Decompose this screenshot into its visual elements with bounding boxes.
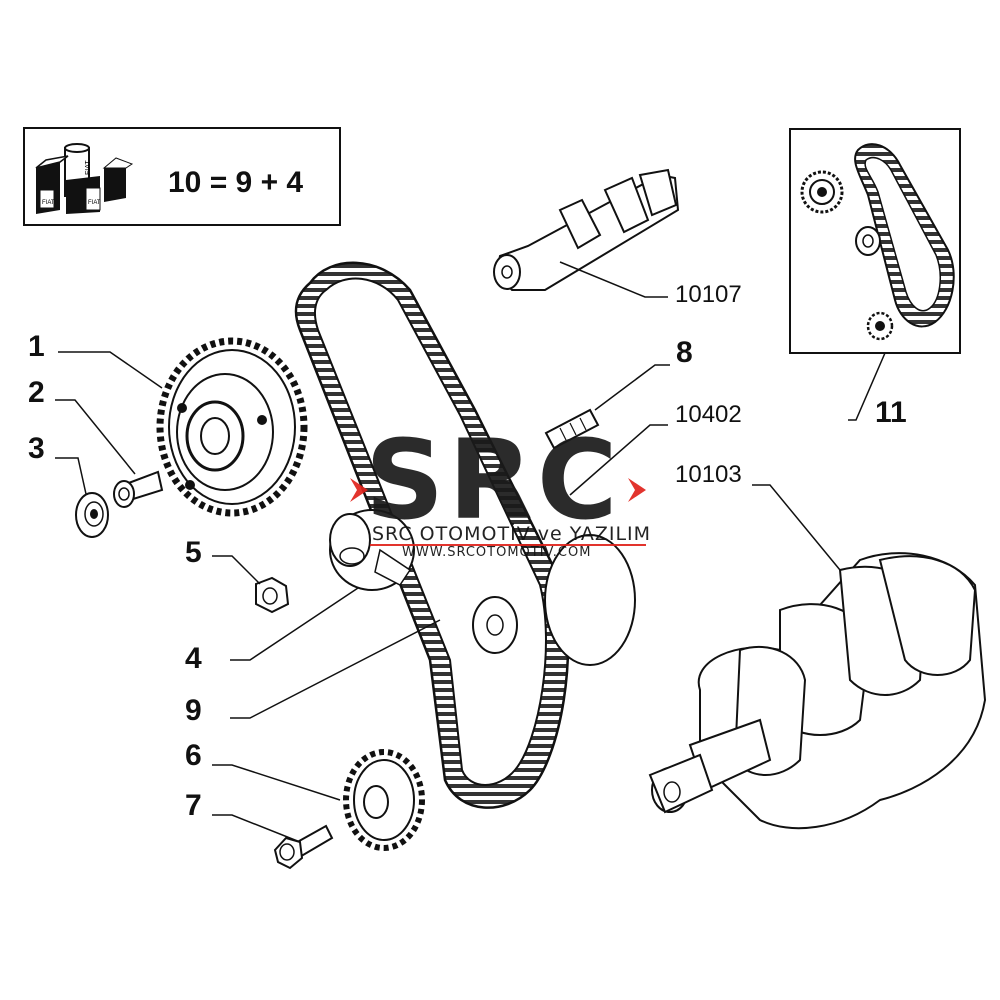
callout-10402: 10402 — [675, 401, 742, 428]
leader-1 — [58, 351, 163, 389]
watermark-left-chevron — [350, 478, 368, 502]
leader-10402 — [569, 424, 668, 496]
leader-10107 — [559, 261, 668, 298]
callout-4: 4 — [185, 642, 202, 675]
leader-9 — [230, 619, 441, 719]
callout-2: 2 — [28, 376, 45, 409]
kit-11-inset — [789, 128, 961, 354]
leader-11 — [848, 352, 886, 421]
cam-phaser-gear — [156, 337, 308, 517]
callout-9: 9 — [185, 694, 202, 727]
fiat-kit-boxes-icon: FIAT FIAT FIAT — [35, 143, 134, 214]
callout-8: 8 — [676, 336, 693, 369]
callout-6: 6 — [185, 739, 202, 772]
nut-5 — [255, 576, 290, 614]
leader-3 — [55, 457, 87, 495]
belt-tensioner — [329, 509, 415, 591]
leader-4 — [230, 587, 359, 661]
callout-10103: 10103 — [675, 461, 742, 488]
callout-1: 1 — [28, 330, 45, 363]
crank-pulley — [472, 534, 636, 666]
kit-box-label-3: FIAT — [88, 200, 101, 206]
leader-6 — [212, 764, 341, 801]
timing-belt — [294, 261, 570, 809]
leader-8 — [594, 364, 670, 411]
src-watermark: SRC SRC OTOMOTİV ve YAZILIM WWW.SRCOTOMO… — [350, 416, 651, 560]
bolt-7 — [273, 824, 334, 870]
callout-3: 3 — [28, 432, 45, 465]
callout-11: 11 — [875, 396, 907, 429]
camshaft — [493, 168, 680, 291]
watermark-url: WWW.SRCOTOMOTIV.COM — [402, 545, 591, 560]
callout-5: 5 — [185, 536, 202, 569]
watermark-company: SRC OTOMOTİV ve YAZILIM — [372, 522, 651, 545]
watermark-right-chevron — [628, 478, 646, 502]
watermark-logo: SRC — [365, 416, 622, 544]
washer-3 — [75, 492, 109, 538]
leader-10103 — [752, 484, 841, 571]
leader-2 — [55, 399, 136, 475]
crankshaft — [648, 552, 987, 830]
callout-10107: 10107 — [675, 281, 742, 308]
leader-7 — [212, 814, 301, 843]
callout-7: 7 — [185, 789, 202, 822]
kit-box: FIAT FIAT FIAT 10 = 9 + 4 — [23, 127, 341, 226]
crank-gear — [343, 749, 425, 851]
kit-box-label-2: FIAT — [42, 200, 55, 206]
stud-pin — [544, 408, 600, 450]
leader-5 — [212, 555, 261, 585]
kit-equation: 10 = 9 + 4 — [168, 166, 303, 199]
bolt-2 — [113, 470, 164, 508]
kit-box-label-1: FIAT — [85, 160, 92, 175]
